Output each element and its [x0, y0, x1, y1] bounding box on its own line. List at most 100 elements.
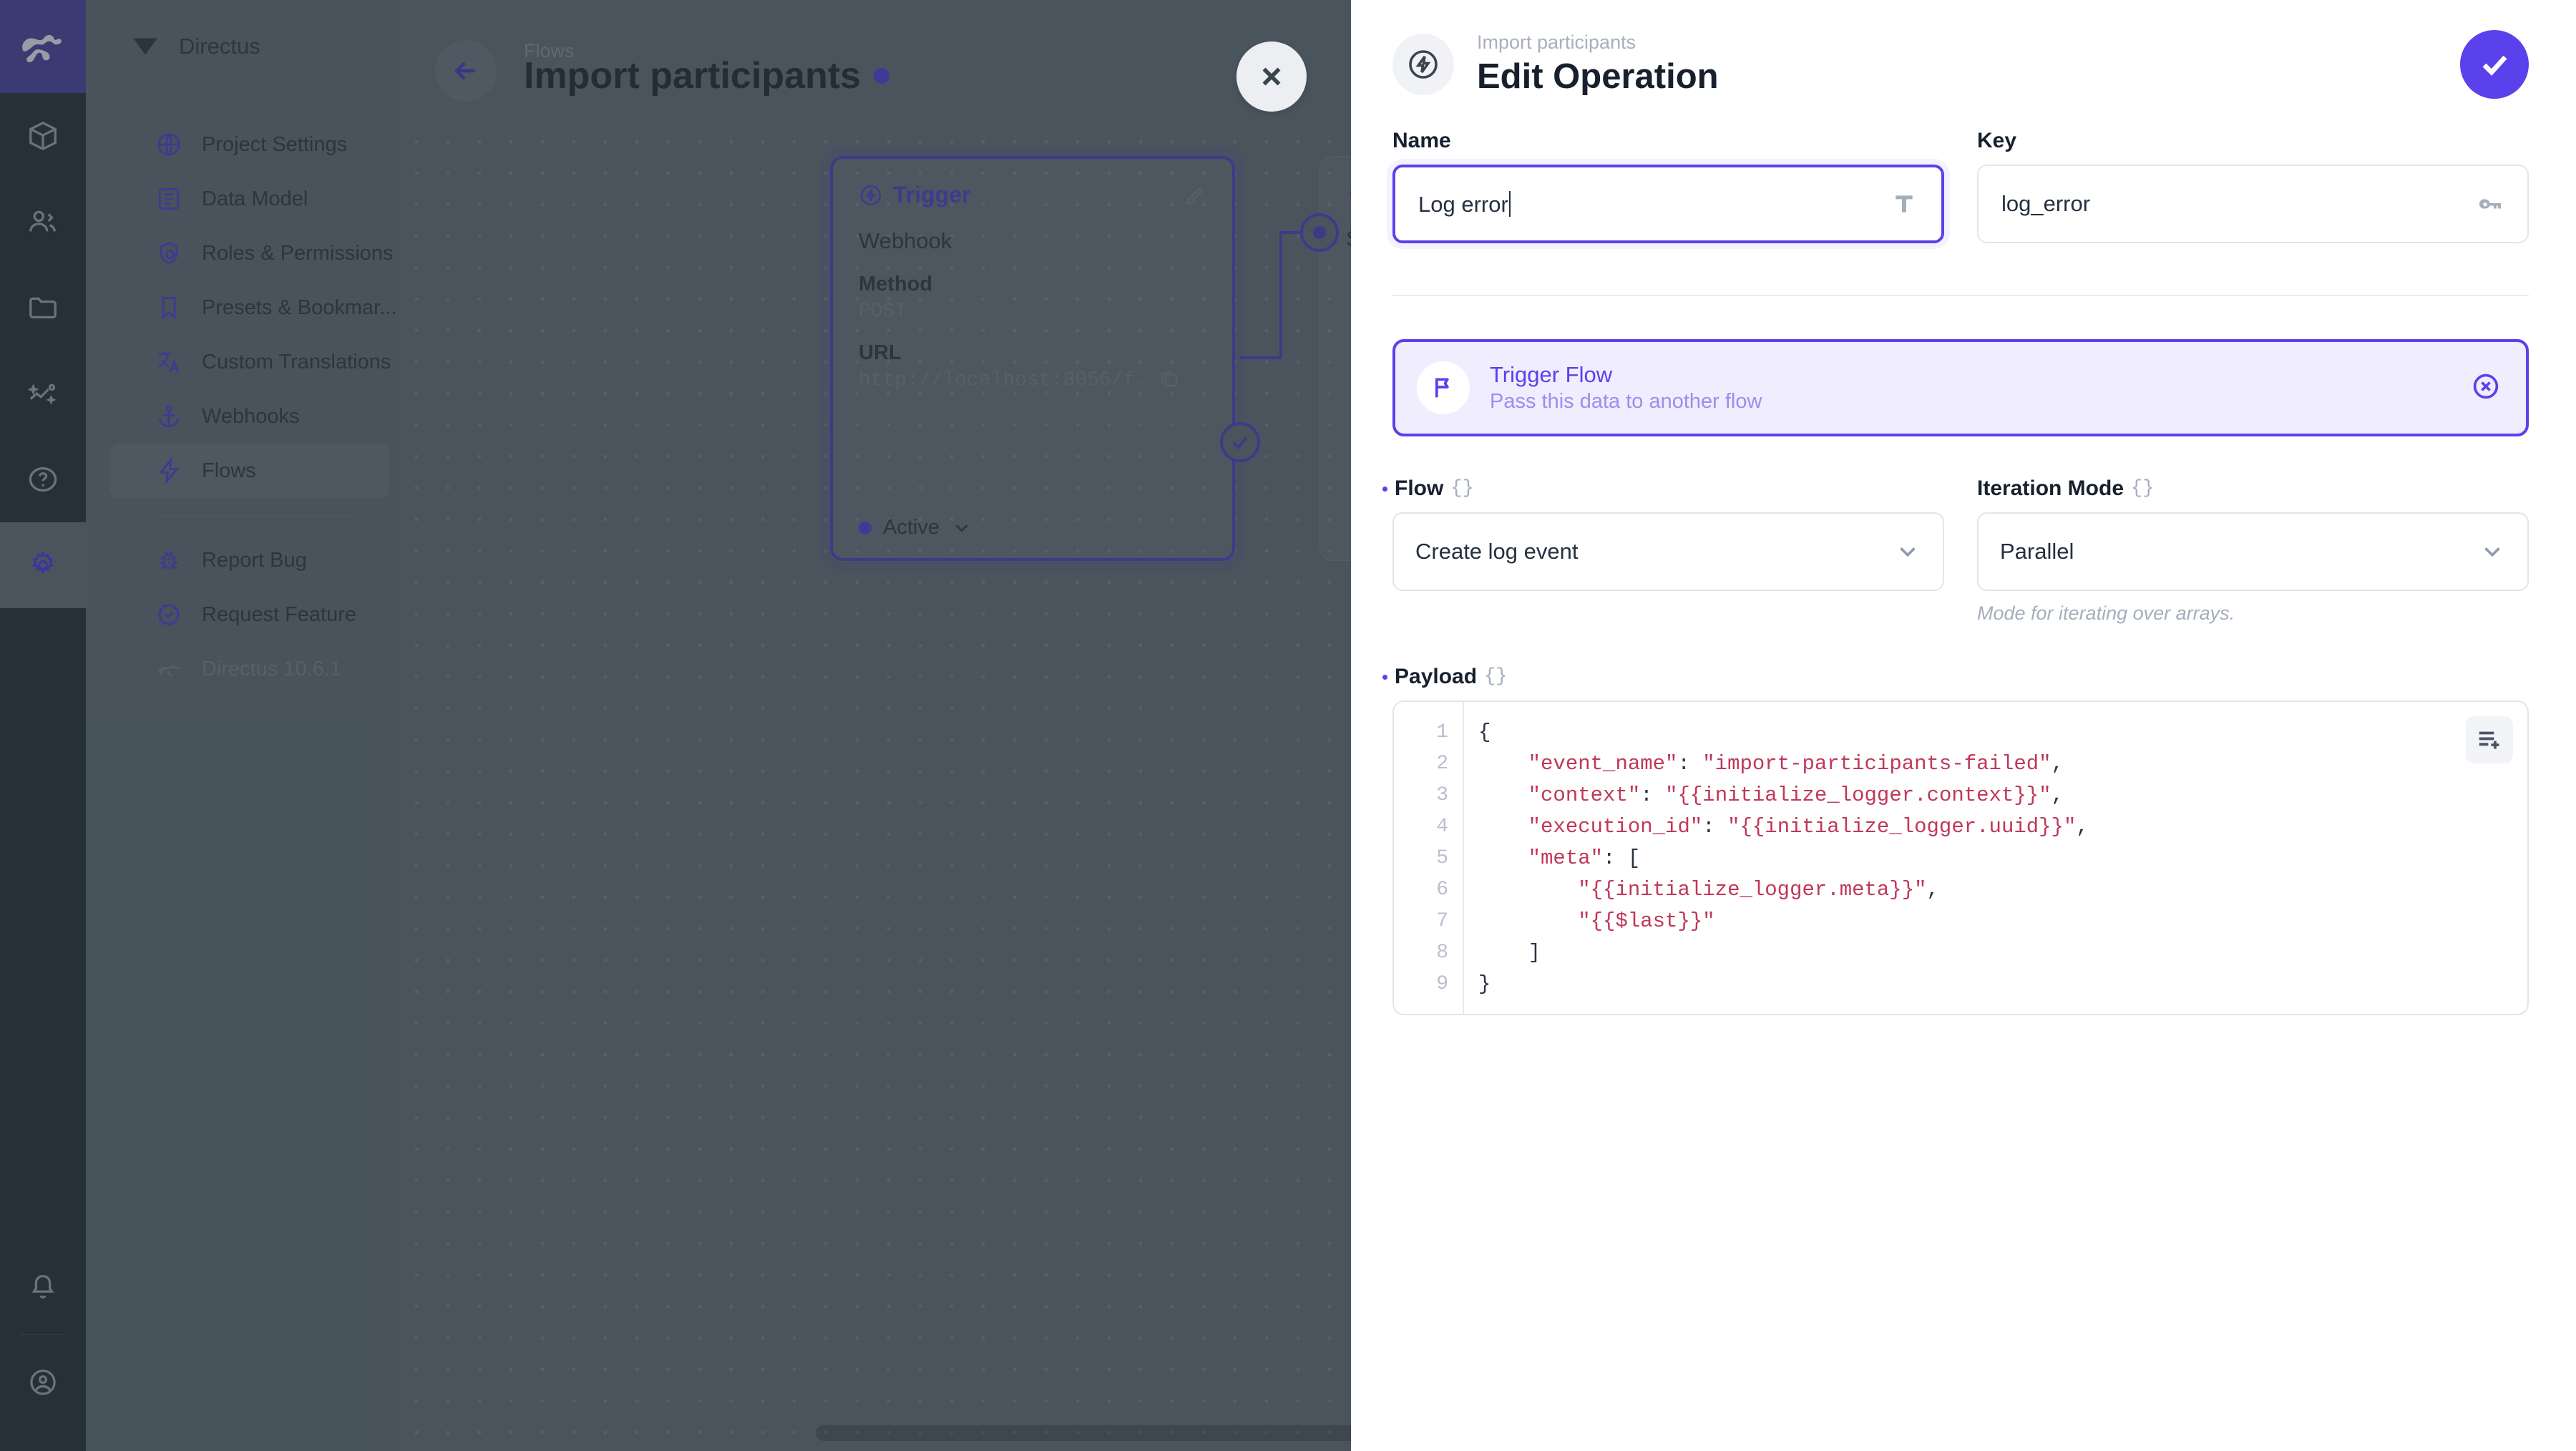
- page-title: Import participants: [524, 54, 889, 97]
- back-button[interactable]: [435, 40, 497, 102]
- sidebar-item-flows[interactable]: Flows: [110, 444, 389, 498]
- key-input[interactable]: log_error: [1977, 165, 2529, 243]
- sidebar-item-label: Report Bug: [202, 548, 307, 572]
- sidebar-item-project-settings[interactable]: Project Settings: [110, 117, 389, 172]
- anchor-icon: [155, 402, 183, 431]
- project-header[interactable]: Directus: [86, 0, 401, 93]
- key-label: Key: [1977, 129, 2017, 152]
- sidebar-item-label: Request Feature: [202, 602, 357, 626]
- translate-icon: [155, 348, 183, 376]
- code-lines: 1{2 "event_name": "import-participants-f…: [1394, 716, 2527, 1000]
- sidebar-item-label: Roles & Permissions: [202, 241, 394, 265]
- sidebar-divider: [155, 515, 356, 516]
- gutter-divider: [1463, 702, 1464, 1014]
- braces-hint: {}: [1450, 478, 1474, 499]
- sidebar-item-webhooks[interactable]: Webhooks: [110, 389, 389, 444]
- close-icon: [1262, 67, 1281, 86]
- sidebar-nav-list: Project Settings Data Model Roles & Perm…: [86, 93, 401, 696]
- code-line-text: "meta": [: [1528, 846, 1641, 870]
- module-item-users[interactable]: [0, 179, 86, 265]
- card-field-value: http://localhost:8056/f…: [859, 369, 1148, 391]
- clear-operation-type-button[interactable]: [2470, 371, 2502, 406]
- flow-card-trigger[interactable]: Trigger Webhook Method POST URL http://l…: [830, 156, 1235, 561]
- sidebar-item-label: Custom Translations: [202, 350, 391, 373]
- flow-field-group: Flow {} Create log event: [1382, 477, 1944, 625]
- flow-select[interactable]: Create log event: [1392, 512, 1944, 591]
- name-input-value: Log error: [1418, 190, 1890, 218]
- key-field-group: Key log_error: [1977, 129, 2529, 243]
- code-line-text: "context": "{{initialize_logger.context}…: [1528, 783, 2064, 807]
- save-button[interactable]: [2460, 30, 2529, 99]
- code-line-number: 4: [1436, 815, 1448, 838]
- badge-check-icon: [155, 600, 183, 629]
- node-success-handle-trigger[interactable]: [1220, 422, 1260, 462]
- chevron-down-icon: [955, 524, 968, 532]
- module-item-insights[interactable]: [0, 351, 86, 436]
- module-item-docs[interactable]: [0, 436, 86, 522]
- card-name: Webhook: [859, 228, 952, 253]
- module-item-account[interactable]: [0, 1339, 86, 1425]
- iteration-note: Mode for iterating over arrays.: [1977, 602, 2235, 624]
- card-status[interactable]: Active: [859, 516, 972, 539]
- chevron-down-icon: [2484, 547, 2500, 557]
- code-line: 1{: [1394, 716, 2527, 748]
- module-item-settings[interactable]: [0, 522, 86, 608]
- text-format-icon: [1890, 190, 1918, 218]
- directus-rabbit-logo[interactable]: [0, 0, 86, 93]
- sidebar-item-label: Presets & Bookmar...: [202, 295, 397, 319]
- iteration-select-value: Parallel: [2000, 539, 2074, 564]
- card-type-label: Trigger: [893, 182, 971, 207]
- close-drawer-button[interactable]: [1236, 41, 1307, 112]
- card-type: Trigger: [859, 182, 970, 208]
- sidebar-item-custom-translations[interactable]: Custom Translations: [110, 335, 391, 389]
- code-line: 6 "{{initialize_logger.meta}}",: [1394, 874, 2527, 905]
- flow-status-dot: [873, 68, 889, 84]
- sidebar-item-data-model[interactable]: Data Model: [110, 172, 389, 226]
- bug-icon: [155, 546, 183, 575]
- sidebar-item-roles-permissions[interactable]: Roles & Permissions: [110, 226, 394, 280]
- card-field-value: POST: [859, 301, 907, 323]
- flow-title-text: Import participants: [524, 55, 861, 97]
- drawer-title: Edit Operation: [1477, 57, 1719, 96]
- payload-code-editor[interactable]: 1{2 "event_name": "import-participants-f…: [1392, 700, 2529, 1015]
- module-item-notifications[interactable]: [0, 1244, 86, 1330]
- code-line-number: 3: [1436, 783, 1448, 806]
- sidebar-version-label: Directus 10.6.1: [202, 657, 342, 680]
- sidebar-item-label: Webhooks: [202, 404, 300, 428]
- close-circle-icon: [2473, 373, 2499, 399]
- playlist-add-icon[interactable]: [2466, 716, 2513, 763]
- bolt-circle-icon: [1409, 50, 1438, 79]
- name-input[interactable]: Log error: [1392, 165, 1944, 243]
- copy-icon[interactable]: [1158, 368, 1180, 389]
- code-line-text: "{{$last}}": [1578, 909, 1715, 933]
- flow-header: Flows Import participants: [401, 0, 2576, 126]
- breadcrumb[interactable]: Flows: [524, 40, 575, 62]
- card-field-label: URL: [859, 341, 902, 364]
- bolt-circle-icon: [860, 185, 882, 205]
- code-line-number: 5: [1436, 846, 1448, 869]
- module-item-files[interactable]: [0, 265, 86, 351]
- sidebar-item-label: Project Settings: [202, 132, 348, 156]
- code-line: 3 "context": "{{initialize_logger.contex…: [1394, 779, 2527, 811]
- sidebar-item-presets-bookmarks[interactable]: Presets & Bookmar...: [110, 280, 396, 335]
- payload-field-group: Payload {} 1{2 "event_name": "import-par…: [1382, 665, 2529, 1015]
- code-line: 5 "meta": [: [1394, 842, 2527, 874]
- module-item-content[interactable]: [0, 93, 86, 179]
- sidebar-item-request-feature[interactable]: Request Feature: [110, 587, 389, 642]
- operation-type-box[interactable]: Trigger Flow Pass this data to another f…: [1392, 339, 2529, 436]
- chevron-down-icon: [1900, 547, 1916, 557]
- modal-overlay[interactable]: [0, 0, 1351, 1451]
- code-line: 8 ]: [1394, 937, 2527, 968]
- code-line-number: 7: [1436, 909, 1448, 932]
- braces-hint: {}: [2131, 478, 2155, 499]
- required-indicator: [1382, 486, 1387, 492]
- sidebar-item-report-bug[interactable]: Report Bug: [110, 533, 389, 587]
- module-bar: [0, 0, 86, 1451]
- code-line: 4 "execution_id": "{{initialize_logger.u…: [1394, 811, 2527, 842]
- pencil-icon[interactable]: [1184, 184, 1206, 207]
- node-input-handle-run-script-1[interactable]: [1300, 213, 1339, 252]
- iteration-select[interactable]: Parallel: [1977, 512, 2529, 591]
- key-input-value: log_error: [2001, 191, 2091, 216]
- status-dot: [859, 521, 872, 534]
- key-icon: [2476, 190, 2504, 218]
